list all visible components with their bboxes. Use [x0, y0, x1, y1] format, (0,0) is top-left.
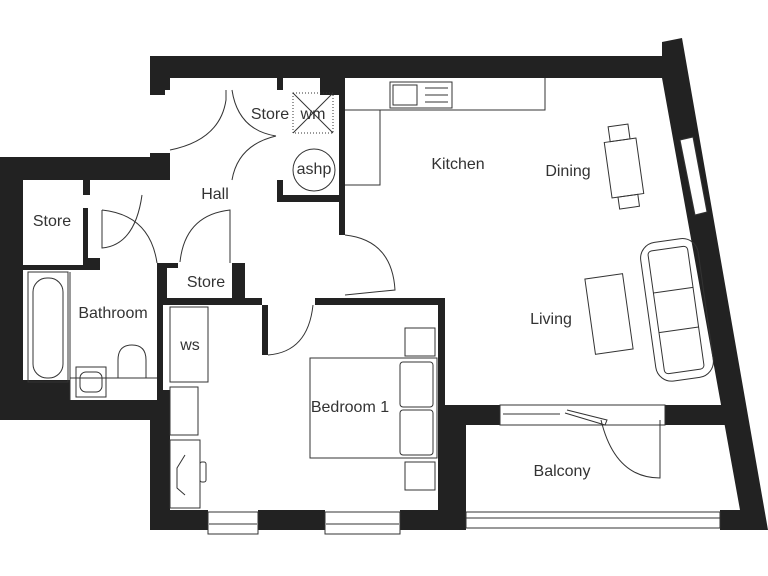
room-labels: Store wm ashp Kitchen Dining Hall Store …: [33, 106, 591, 480]
entrance-door[interactable]: [169, 90, 227, 151]
top-wall: [150, 56, 662, 235]
label-store-wm: Store: [251, 106, 289, 123]
bedroom-door[interactable]: [267, 304, 314, 356]
store-right-wall: [23, 208, 100, 270]
chair: [176, 454, 186, 496]
bed: [309, 357, 438, 459]
living-bottom-right-wall: [665, 405, 726, 425]
basin: [75, 366, 107, 398]
bathroom-door[interactable]: [101, 209, 158, 264]
balcony-door[interactable]: [600, 419, 661, 479]
bedside-table: [404, 461, 436, 491]
left-store-door[interactable]: [101, 194, 143, 249]
wardrobe: [169, 386, 199, 436]
label-balcony: Balcony: [534, 463, 591, 480]
bedroom-left-bottom-wall: [0, 390, 208, 530]
toilet: [117, 344, 147, 379]
store-door-lower[interactable]: [231, 135, 277, 181]
furniture: [27, 78, 714, 509]
bedroom-top-wall: [245, 298, 268, 355]
upper-left-wall: [0, 153, 170, 420]
label-living: Living: [530, 311, 572, 328]
store-door-upper[interactable]: [231, 89, 277, 137]
dining-window: [679, 136, 708, 216]
bathroom-right-wall: [157, 305, 163, 400]
doors: [101, 89, 661, 479]
label-dining: Dining: [545, 163, 590, 180]
label-ashp: ashp: [297, 161, 332, 178]
label-bedroom-1: Bedroom 1: [311, 399, 389, 416]
kitchen-counter: [345, 78, 546, 111]
windows: [207, 136, 721, 535]
wardrobe-ws: [169, 306, 209, 383]
kitchen-door[interactable]: [344, 234, 396, 296]
label-bathroom: Bathroom: [78, 305, 147, 322]
right-wall: [662, 38, 768, 530]
balcony-railing: [465, 511, 721, 529]
ashp-unit: [292, 148, 336, 192]
bedroom-window-1: [207, 511, 259, 535]
bedroom-top-right-wall: [315, 298, 500, 530]
walls: [0, 38, 768, 530]
label-kitchen: Kitchen: [431, 156, 484, 173]
hall-store-door[interactable]: [179, 209, 231, 263]
washing-machine: [292, 92, 334, 134]
sofa: [640, 238, 714, 382]
desk: [169, 439, 201, 509]
label-wm: wm: [300, 106, 326, 123]
label-ws: ws: [179, 337, 200, 354]
coffee-table: [584, 273, 634, 355]
sink: [389, 81, 453, 109]
label-hall: Hall: [201, 186, 229, 203]
bedroom-bottom-mid-wall: [258, 510, 325, 530]
dining-table: [603, 123, 645, 210]
bedroom-window-2: [324, 511, 401, 535]
bedside-table: [404, 327, 436, 357]
label-store-hall: Store: [187, 274, 225, 291]
hall-store-walls: [157, 263, 245, 305]
store-wm-bottom-wall: [277, 180, 339, 202]
label-store-left: Store: [33, 213, 71, 230]
living-window: [499, 404, 666, 426]
bathtub: [27, 271, 69, 383]
